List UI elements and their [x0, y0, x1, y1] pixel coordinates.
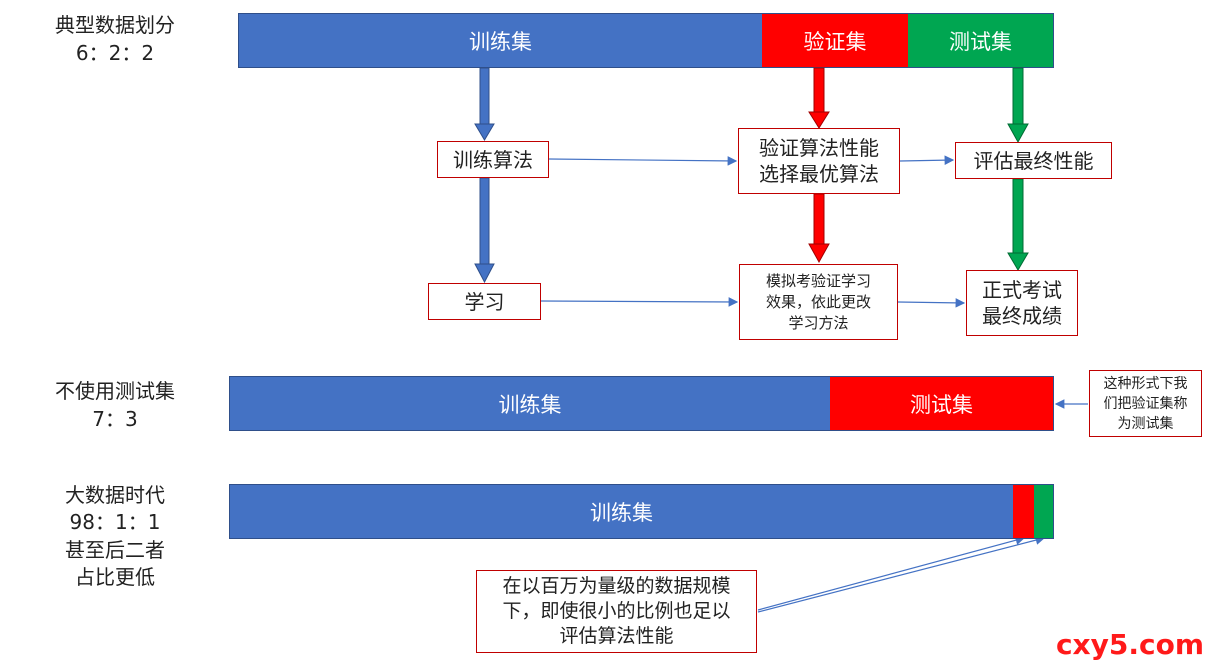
eval-label: 评估最终性能 [973, 148, 1094, 173]
section3-note1: 甚至后二者 [65, 538, 165, 562]
section1-ratio: 6：2：2 [75, 41, 155, 65]
callout-line3: 评估算法性能 [559, 625, 674, 647]
test-segment-3 [1034, 485, 1053, 538]
section2-ratio: 7：3 [92, 407, 138, 431]
train-algo-box: 训练算法 [437, 141, 549, 178]
thin-arrow-valid-to-eval [899, 155, 955, 165]
valid-select-box: 验证算法性能 选择最优算法 [738, 128, 900, 194]
section2-title: 不使用测试集 [55, 379, 175, 403]
train-segment: 训练集 [239, 14, 762, 67]
big-data-split-bar: 训练集 [229, 484, 1054, 539]
train-segment-3: 训练集 [230, 485, 1013, 538]
valid-segment-3 [1013, 485, 1034, 538]
exam-line2: 最终成绩 [982, 304, 1062, 328]
eval-box: 评估最终性能 [955, 142, 1112, 179]
section3-note2: 占比更低 [75, 565, 155, 589]
thin-arrow-callout-to-red [757, 535, 1026, 611]
callout-line1: 在以百万为量级的数据规模 [502, 575, 731, 597]
mock-exam-box: 模拟考验证学习 效果，依此更改 学习方法 [739, 264, 898, 340]
note-line3: 为测试集 [1117, 415, 1174, 432]
naming-note-box: 这种形式下我 们把验证集称 为测试集 [1089, 370, 1202, 437]
thick-arrow-train-to-algo [474, 67, 495, 141]
mock-line2: 效果，依此更改 [765, 292, 871, 311]
thick-arrow-eval-to-exam [1007, 178, 1029, 271]
no-test-split-bar: 训练集 测试集 [229, 376, 1054, 431]
callout-line2: 下，即使很小的比例也足以 [502, 600, 731, 622]
thin-arrow-learn-to-mock [540, 297, 739, 307]
exam-line1: 正式考试 [982, 278, 1062, 302]
section1-title: 典型数据划分 [55, 13, 175, 37]
thick-arrow-valid-to-select [808, 67, 830, 129]
valid-line2: 选择最优算法 [759, 162, 879, 186]
valid-line1: 验证算法性能 [759, 136, 879, 160]
thin-arrow-algo-to-valid [548, 156, 738, 166]
test-segment-2: 测试集 [830, 377, 1053, 430]
train-segment-2: 训练集 [230, 377, 830, 430]
final-exam-box: 正式考试 最终成绩 [966, 270, 1078, 336]
thick-arrow-test-to-eval [1007, 67, 1029, 144]
thin-arrow-callout-to-green [757, 535, 1046, 613]
thin-arrow-mock-to-exam [897, 298, 966, 308]
thick-arrow-algo-to-learn [474, 177, 495, 284]
thick-arrow-select-to-mock [808, 193, 830, 264]
note-line2: 们把验证集称 [1103, 395, 1188, 412]
learn-box: 学习 [428, 283, 541, 320]
typical-split-bar: 训练集 验证集 测试集 [238, 13, 1054, 68]
valid-segment: 验证集 [762, 14, 908, 67]
train-algo-label: 训练算法 [453, 147, 533, 172]
watermark: cxy5.com [1055, 628, 1204, 661]
mock-line1: 模拟考验证学习 [765, 271, 871, 290]
test-segment: 测试集 [908, 14, 1053, 67]
big-data-callout-box: 在以百万为量级的数据规模 下，即使很小的比例也足以 评估算法性能 [476, 570, 757, 653]
mock-line3: 学习方法 [788, 313, 849, 332]
learn-label: 学习 [464, 289, 505, 314]
note-line1: 这种形式下我 [1103, 375, 1188, 392]
section3-title: 大数据时代 [65, 483, 165, 507]
section3-ratio: 98：1：1 [69, 510, 161, 534]
